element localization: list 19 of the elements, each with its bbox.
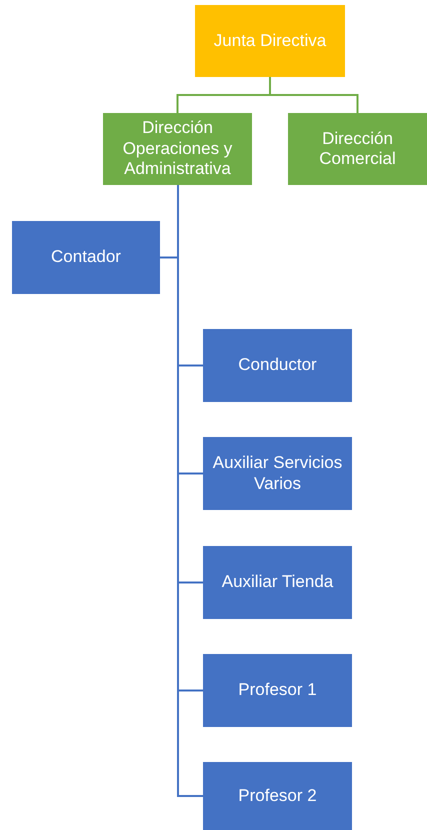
position-box bbox=[12, 221, 160, 294]
position-box bbox=[203, 654, 352, 727]
position-box bbox=[203, 329, 352, 402]
position-box bbox=[203, 437, 352, 510]
node-label: Contador bbox=[51, 247, 121, 268]
department-box bbox=[288, 113, 427, 185]
board-box bbox=[195, 5, 345, 77]
node-label: Dirección Operaciones y Administrativa bbox=[122, 118, 234, 180]
department-box bbox=[103, 113, 252, 185]
node-label: Dirección Comercial bbox=[318, 128, 397, 170]
node-label: Auxiliar Tienda bbox=[222, 572, 334, 593]
position-box bbox=[203, 762, 352, 830]
connector-line bbox=[269, 77, 358, 113]
node-label: Conductor bbox=[238, 355, 317, 376]
node-label: Profesor 2 bbox=[238, 786, 317, 806]
node-label: Profesor 1 bbox=[238, 680, 317, 701]
node-label: Junta Directiva bbox=[214, 30, 326, 52]
position-box bbox=[203, 546, 352, 619]
node-label: Auxiliar Servicios Varios bbox=[212, 453, 344, 494]
